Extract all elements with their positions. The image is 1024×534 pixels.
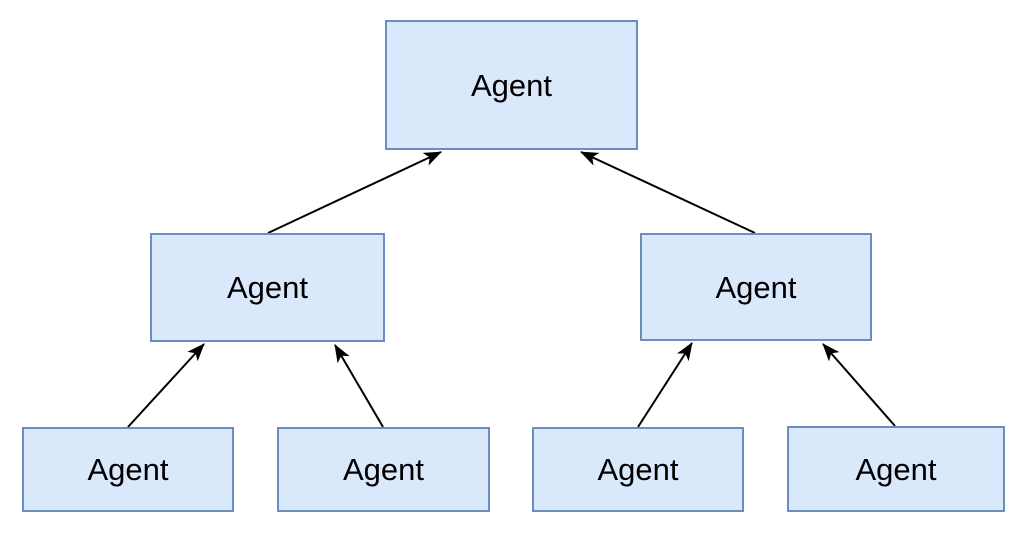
edge-leaf3-to-mid-right [637, 342, 693, 428]
agent-node-leaf-4: Agent [787, 426, 1005, 512]
agent-node-leaf-3: Agent [532, 427, 744, 512]
agent-node-root: Agent [385, 20, 638, 150]
edge-leaf4-to-mid-right [822, 343, 896, 427]
agent-node-label: Agent [715, 269, 797, 305]
agent-node-leaf-2: Agent [277, 427, 490, 512]
edge-mid-right-to-root [580, 151, 756, 234]
agent-node-mid-left: Agent [150, 233, 385, 342]
agent-node-label: Agent [226, 270, 308, 305]
agent-node-label: Agent [87, 452, 169, 487]
agent-node-label: Agent [855, 451, 937, 487]
agent-node-label: Agent [470, 67, 552, 103]
edge-leaf2-to-mid-left [334, 344, 384, 428]
edge-mid-left-to-root [267, 151, 442, 234]
agent-node-label: Agent [597, 452, 679, 487]
agent-node-label: Agent [342, 452, 424, 487]
edge-leaf1-to-mid-left [127, 343, 205, 428]
agent-node-leaf-1: Agent [22, 427, 234, 512]
agent-node-mid-right: Agent [640, 233, 872, 341]
